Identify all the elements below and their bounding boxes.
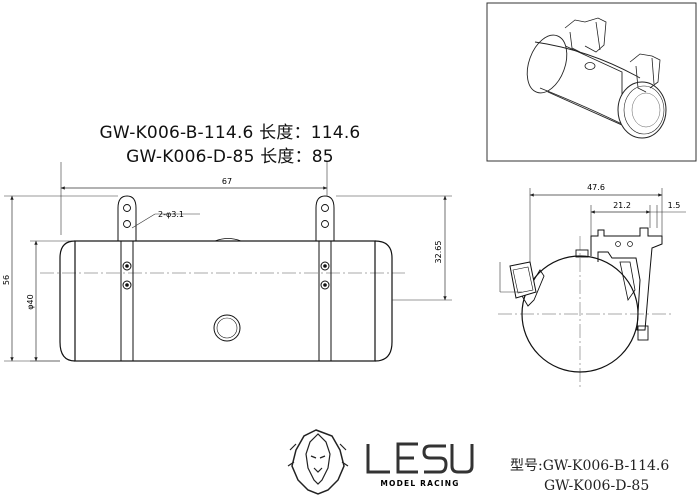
dim-width-label: 47.6	[587, 183, 605, 192]
title-line-1: GW-K006-B-114.6 长度：114.6	[99, 123, 361, 143]
model-number-block: 型号:GW-K006-B-114.6 GW-K006-D-85	[510, 456, 669, 496]
side-view: 47.6 21.2 1.5	[498, 183, 686, 388]
model-line-1: GW-K006-B-114.6	[542, 458, 670, 474]
dim-small-label: 1.5	[668, 201, 681, 210]
lesu-wordmark	[366, 442, 474, 474]
title-line-2: GW-K006-D-85 长度：85	[126, 147, 334, 167]
brand-tagline: MODEL RACING	[380, 479, 459, 488]
hole-note-label: 2-φ3.1	[158, 210, 184, 219]
lion-emblem-icon	[287, 429, 349, 495]
dim-height-label: 56	[2, 275, 11, 285]
dim-offset-label: 21.2	[613, 201, 631, 210]
dim-diameter-label: φ40	[26, 294, 35, 309]
dim-top-label: 67	[222, 177, 232, 186]
front-view: 67 2-φ3.1 56 φ40 32.65	[2, 162, 452, 362]
model-label: 型号:	[510, 458, 543, 474]
dim-bracket-height-label: 32.65	[434, 241, 443, 264]
model-line-2: GW-K006-D-85	[544, 478, 650, 494]
brand-logo: MODEL RACING	[287, 429, 474, 495]
isometric-preview	[486, 2, 697, 162]
